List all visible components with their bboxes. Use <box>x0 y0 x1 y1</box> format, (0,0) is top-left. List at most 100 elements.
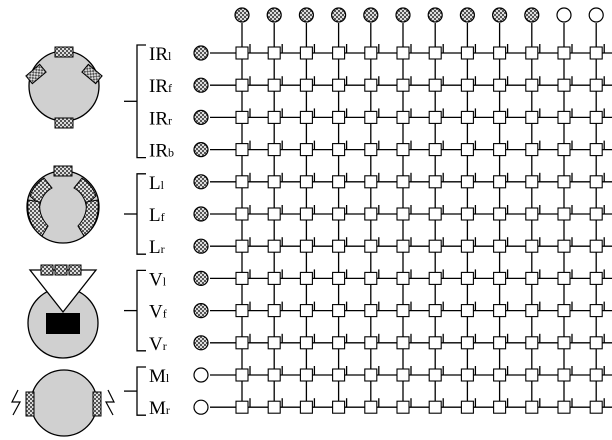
row-label: Lf <box>149 205 165 226</box>
synapse-square <box>525 368 539 382</box>
robot-light-sensors-icon <box>26 165 100 244</box>
synapse-square <box>299 239 313 253</box>
row-sensor-node <box>193 238 209 254</box>
synapse-square <box>364 175 378 189</box>
synapse-square <box>460 304 474 318</box>
row-label: Lr <box>149 237 165 258</box>
synapse-square <box>364 46 378 60</box>
synapse-square <box>267 78 281 92</box>
row-label-subscript: f <box>168 81 172 95</box>
synapse-square <box>428 143 442 157</box>
synapse-square <box>428 78 442 92</box>
row-sensor-node <box>193 206 209 222</box>
synapse-square <box>267 271 281 285</box>
row-label: Vr <box>149 334 167 355</box>
row-label: IRf <box>149 76 172 97</box>
synapse-square <box>396 304 410 318</box>
row-label-base: V <box>149 334 163 355</box>
synapse-square <box>364 304 378 318</box>
synapse-square <box>460 175 474 189</box>
synapse-square <box>428 368 442 382</box>
synapse-square <box>493 271 507 285</box>
column-sensor-node <box>395 7 411 23</box>
row-label-subscript: l <box>168 49 172 63</box>
synapse-square <box>557 239 571 253</box>
row-label: IRb <box>149 141 174 162</box>
synapse-square <box>396 46 410 60</box>
synapse-square <box>299 207 313 221</box>
synapse-square <box>460 400 474 414</box>
synapse-square <box>557 304 571 318</box>
synapse-square <box>493 400 507 414</box>
synapse-square <box>589 271 603 285</box>
synapse-square <box>332 143 346 157</box>
synapse-square <box>235 336 249 350</box>
row-label: Ml <box>149 366 170 387</box>
synapse-square <box>525 336 539 350</box>
row-label-base: IR <box>149 76 168 97</box>
synapse-square <box>332 271 346 285</box>
row-label: Vl <box>149 269 167 290</box>
synapse-square <box>364 336 378 350</box>
row-sensor-node <box>193 335 209 351</box>
synapse-square <box>525 175 539 189</box>
synapse-square <box>299 368 313 382</box>
synapse-square <box>364 110 378 124</box>
synapse-square <box>235 207 249 221</box>
synapse-square <box>525 271 539 285</box>
synapse-square <box>460 46 474 60</box>
synapse-square <box>364 207 378 221</box>
column-sensor-node <box>492 7 508 23</box>
synapse-square <box>332 78 346 92</box>
synapse-square <box>525 207 539 221</box>
row-label-subscript: l <box>163 274 167 288</box>
synapse-square <box>235 110 249 124</box>
synapse-square <box>428 271 442 285</box>
synapse-square <box>460 271 474 285</box>
column-sensor-node <box>234 7 250 23</box>
synapse-square <box>589 304 603 318</box>
synapse-square <box>267 368 281 382</box>
synapse-square <box>332 46 346 60</box>
row-label-subscript: f <box>161 210 165 224</box>
synapse-square <box>364 78 378 92</box>
synapse-square <box>299 46 313 60</box>
synapse-square <box>589 78 603 92</box>
synapse-square <box>493 143 507 157</box>
row-label-subscript: r <box>163 339 167 353</box>
robot-ir-sensors-icon <box>25 46 103 129</box>
synapse-square <box>235 400 249 414</box>
row-label: Ll <box>149 173 165 194</box>
column-sensor-node <box>427 7 443 23</box>
synapse-square <box>299 143 313 157</box>
synapse-square <box>396 239 410 253</box>
synapse-square <box>557 368 571 382</box>
row-label: Mr <box>149 398 170 419</box>
synapse-square <box>267 175 281 189</box>
row-label-subscript: l <box>166 371 170 385</box>
synapse-square <box>299 175 313 189</box>
row-sensor-node <box>193 45 209 61</box>
row-sensor-node <box>193 142 209 158</box>
synapse-square <box>428 304 442 318</box>
synapse-square <box>332 175 346 189</box>
group-bracket <box>136 366 146 416</box>
synapse-square <box>557 110 571 124</box>
row-label-base: L <box>149 205 161 226</box>
row-label-base: L <box>149 237 161 258</box>
synapse-square <box>396 400 410 414</box>
synapse-square <box>525 143 539 157</box>
synapse-square <box>557 271 571 285</box>
synapse-square <box>557 336 571 350</box>
synapse-square <box>396 143 410 157</box>
synapse-square <box>428 175 442 189</box>
synapse-square <box>589 175 603 189</box>
row-label-subscript: l <box>161 178 165 192</box>
synapse-square <box>525 46 539 60</box>
connection-grid <box>193 7 612 415</box>
column-motor-node <box>556 7 572 23</box>
synapse-square <box>299 271 313 285</box>
synapse-square <box>428 207 442 221</box>
synapse-square <box>235 143 249 157</box>
